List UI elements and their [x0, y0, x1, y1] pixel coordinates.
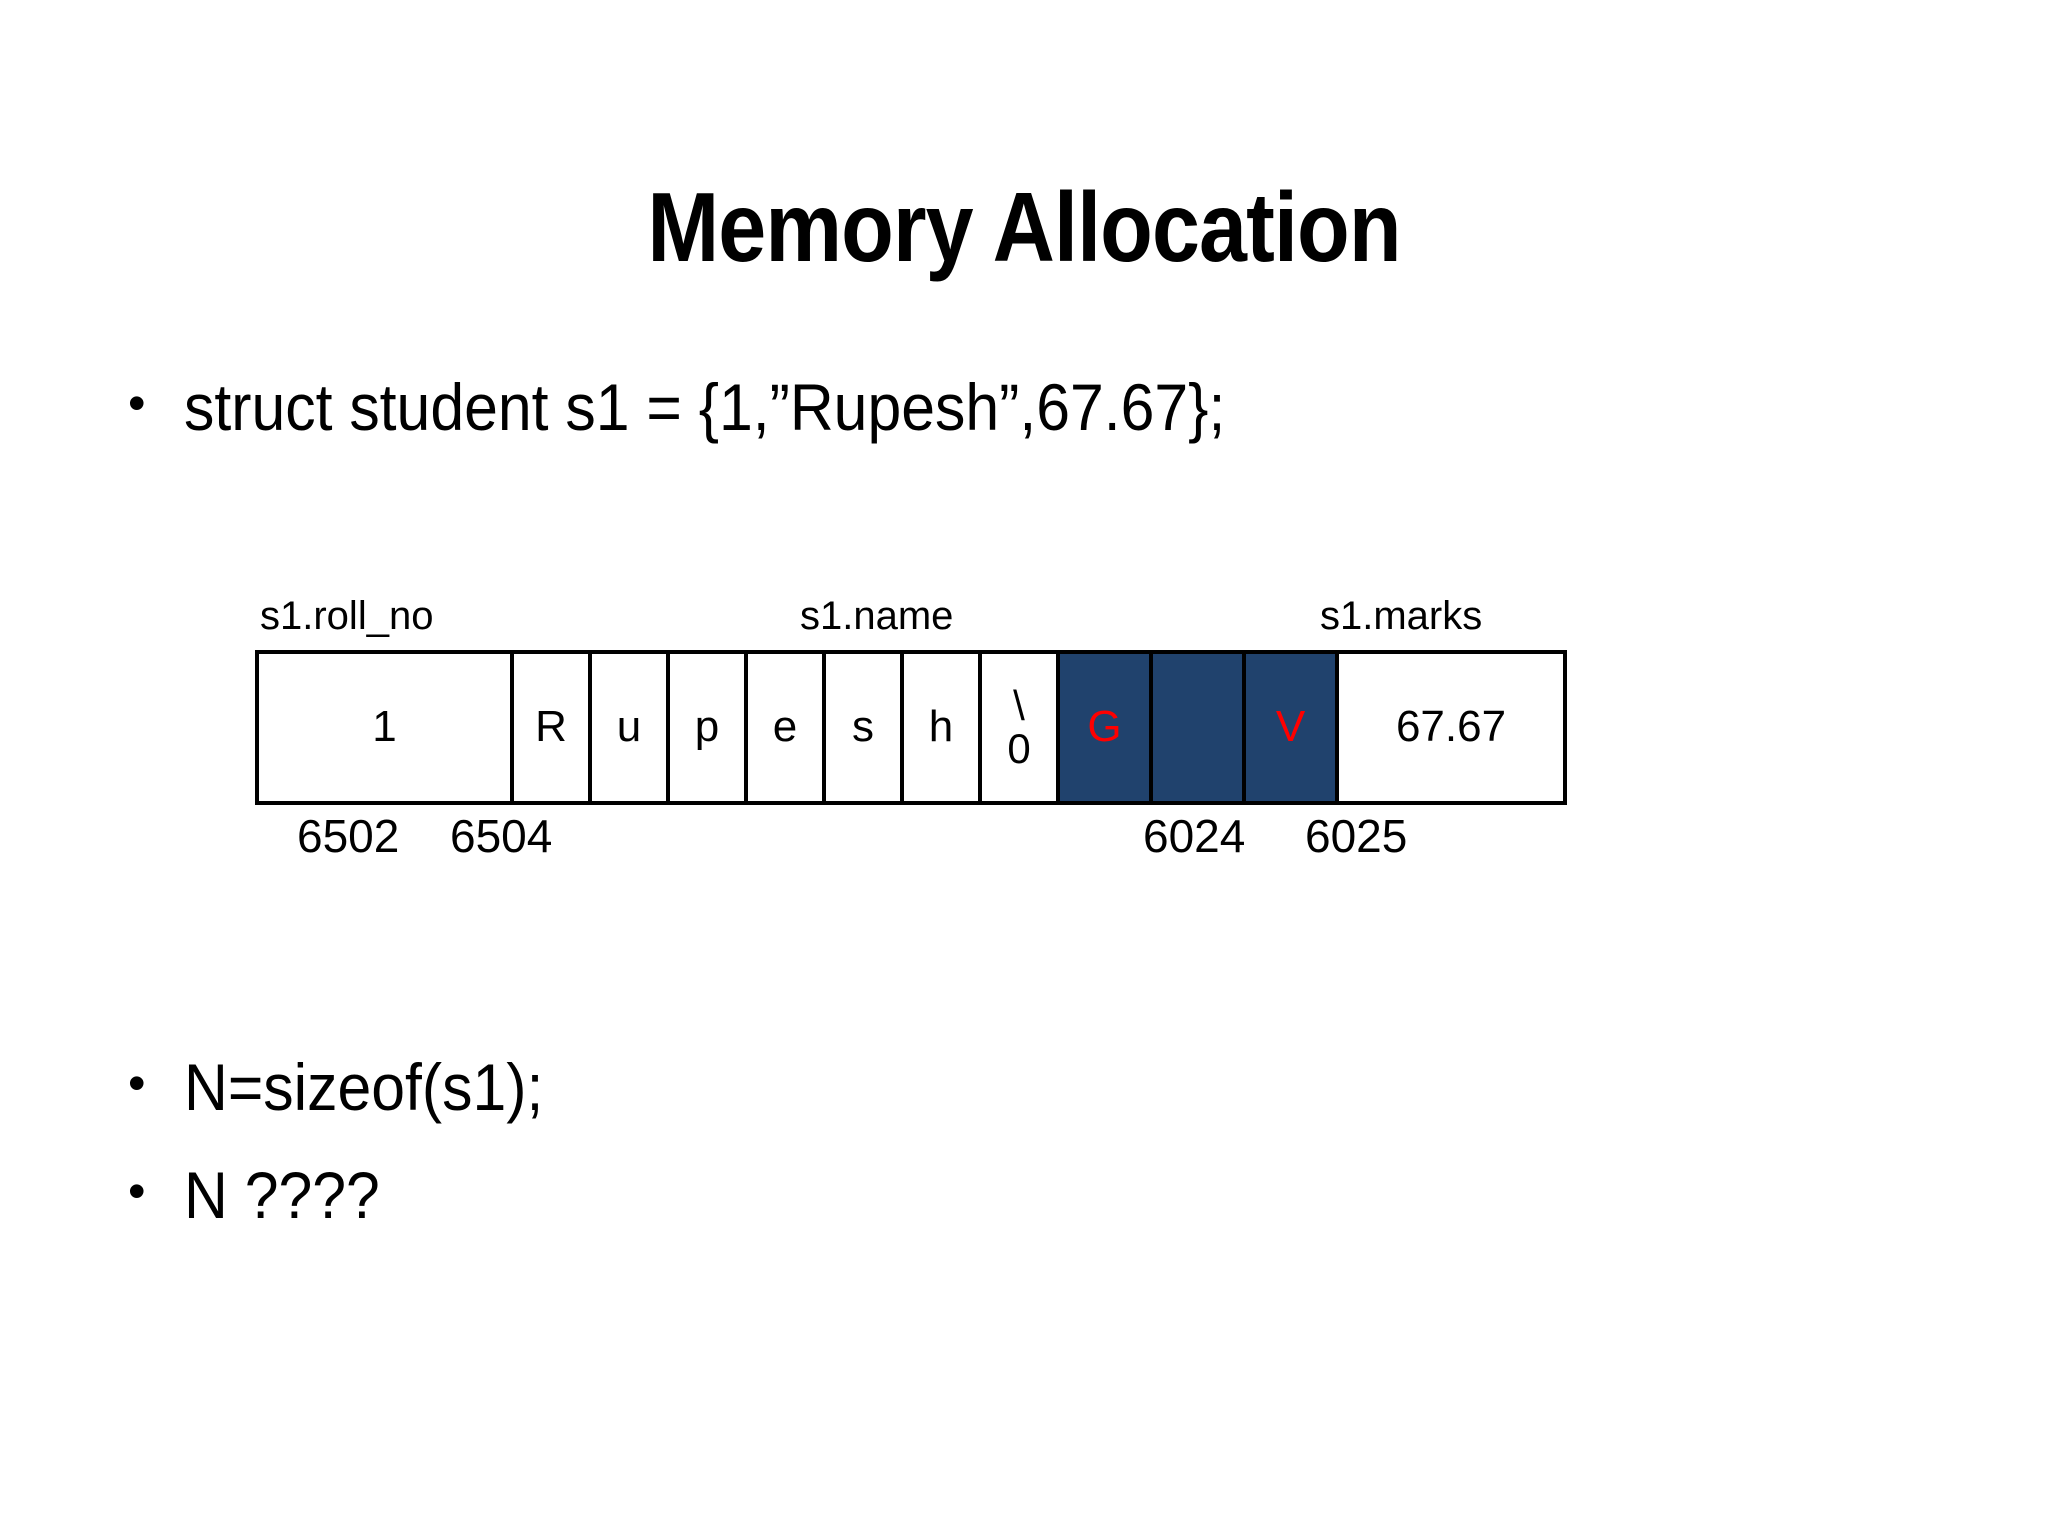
address-label-marks-start: 6025	[1305, 810, 1408, 862]
page-title: Memory Allocation	[647, 171, 1401, 282]
memory-cell-name-char-0: R	[514, 654, 592, 801]
memory-cell-marks-value: 67.67	[1339, 654, 1563, 801]
address-label-roll-start: 6502	[297, 810, 400, 862]
memory-cell-name-char-9-highlighted: V	[1246, 654, 1339, 801]
memory-cell-name-char-1: u	[592, 654, 670, 801]
memory-cell-name-null-terminator: \ 0	[982, 654, 1060, 801]
memory-cell-name-char-5: h	[904, 654, 982, 801]
address-label-name-start: 6504	[450, 810, 553, 862]
memory-field-headers: s1.roll_no s1.name s1.marks	[255, 596, 1567, 650]
null-terminator-zero: 0	[1007, 724, 1031, 772]
bullet-marker-icon: •	[128, 1055, 146, 1111]
memory-address-labels: 6502 6504 6024 6025	[255, 813, 1567, 883]
memory-layout-diagram: s1.roll_no s1.name s1.marks 1 R u p e s …	[255, 596, 1567, 883]
bullet-item-sizeof-statement: • N=sizeof(s1);	[112, 1050, 575, 1124]
bullet-item-struct-declaration: • struct student s1 = {1,”Rupesh”,67.67}…	[112, 370, 1316, 444]
bullet-text-question: N ????	[184, 1158, 380, 1232]
address-label-name-end: 6024	[1143, 810, 1246, 862]
null-terminator-glyph: \ 0	[1007, 681, 1031, 772]
memory-cell-name-char-8-highlighted	[1153, 654, 1246, 801]
field-header-name: s1.name	[800, 594, 954, 638]
memory-cell-name-char-4: s	[826, 654, 904, 801]
bullet-item-question: • N ????	[112, 1158, 397, 1232]
memory-cell-name-char-7-highlighted: G	[1060, 654, 1153, 801]
bullet-text-struct-declaration: struct student s1 = {1,”Rupesh”,67.67};	[184, 370, 1226, 444]
memory-cell-name-char-2: p	[670, 654, 748, 801]
field-header-roll-no: s1.roll_no	[260, 594, 434, 638]
memory-cell-roll-no-value: 1	[259, 654, 514, 801]
null-terminator-backslash: \	[1013, 681, 1025, 729]
bullet-marker-icon: •	[128, 375, 146, 431]
memory-cells-table: 1 R u p e s h \ 0 G V 67.67	[255, 650, 1567, 805]
memory-cell-name-char-3: e	[748, 654, 826, 801]
field-header-marks: s1.marks	[1320, 594, 1483, 638]
bullet-text-sizeof-statement: N=sizeof(s1);	[184, 1050, 544, 1124]
bullet-marker-icon: •	[128, 1163, 146, 1219]
